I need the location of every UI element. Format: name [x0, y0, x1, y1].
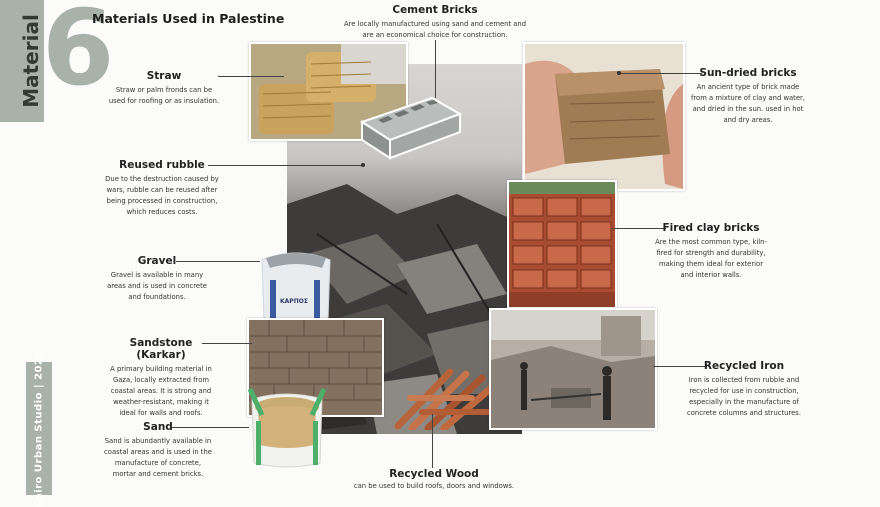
gravel-connector	[176, 261, 260, 262]
rubble-block: Reused rubble Due to the destruction cau…	[100, 159, 224, 218]
fired-brick-illustration	[509, 182, 615, 307]
side-band-bottom	[26, 362, 52, 495]
straw-title: Straw	[146, 70, 182, 82]
sundried-block: Sun-dried bricks An ancient type of bric…	[688, 67, 808, 126]
gravel-bag-image: ΚΑΡΠΟΣ	[258, 246, 334, 326]
wood-logs-illustration	[394, 368, 500, 432]
wood-logs-image	[392, 368, 502, 432]
sundried-title: Sun-dried bricks	[699, 67, 797, 79]
sand-desc: Sand is abundantly available in coastal …	[104, 437, 212, 478]
sand-connector	[171, 427, 249, 428]
studio-label: Cairo Urban Studio | 2025	[33, 349, 45, 507]
straw-connector	[218, 76, 284, 77]
sand-block: Sand Sand is abundantly available in coa…	[104, 421, 212, 480]
wood-block: Recycled Wood can be used to build roofs…	[334, 468, 534, 492]
gravel-title: Gravel	[137, 255, 177, 267]
recycled-iron-photo	[489, 308, 657, 430]
wood-title: Recycled Wood	[389, 468, 479, 480]
cement-connector	[435, 40, 436, 98]
gravel-block: Gravel Gravel is available in many areas…	[104, 255, 210, 303]
iron-block: Recycled Iron Iron is collected from rub…	[686, 360, 802, 419]
fired-brick-photo	[507, 180, 617, 309]
gravel-desc: Gravel is available in many areas and is…	[107, 271, 207, 301]
recycled-iron-illustration	[491, 310, 655, 428]
rubble-connector-dot	[361, 163, 365, 167]
sandstone-connector	[202, 343, 252, 344]
sandstone-title: Sandstone (Karkar)	[129, 337, 193, 361]
cement-block-illustration	[359, 96, 463, 160]
sundried-desc: An ancient type of brick made from a mix…	[691, 83, 805, 124]
cement-bricks-desc: Are locally manufactured using sand and …	[343, 20, 527, 39]
fired-connector	[612, 228, 666, 229]
big-number: 6	[42, 0, 115, 109]
cement-bricks-block: Cement Bricks Are locally manufactured u…	[340, 4, 530, 41]
sand-bag-illustration	[247, 387, 327, 468]
straw-desc: Straw or palm fronds can be used for roo…	[108, 86, 220, 105]
iron-title: Recycled Iron	[703, 360, 785, 372]
material-label: Material	[19, 14, 43, 108]
iron-desc: Iron is collected from rubble and recycl…	[687, 376, 801, 417]
sundried-connector-dot	[617, 71, 621, 75]
sundried-brick-illustration	[525, 44, 683, 189]
side-band-top	[0, 0, 44, 122]
wood-connector	[432, 414, 433, 468]
sundried-brick-photo	[523, 42, 685, 191]
straw-block: Straw Straw or palm fronds can be used f…	[108, 70, 220, 107]
fired-block: Fired clay bricks Are the most common ty…	[654, 222, 768, 281]
sundried-connector	[620, 73, 702, 74]
gravel-bag-print: ΚΑΡΠΟΣ	[280, 298, 308, 305]
rubble-title: Reused rubble	[119, 159, 205, 171]
sand-title: Sand	[143, 421, 173, 433]
sand-bag-image	[244, 385, 330, 471]
page-title: Materials Used in Palestine	[92, 11, 285, 26]
cement-bricks-title: Cement Bricks	[392, 4, 478, 16]
sandstone-desc: A primary building material in Gaza, loc…	[110, 365, 212, 417]
rubble-connector	[208, 165, 364, 166]
wood-desc: can be used to build roofs, doors and wi…	[353, 482, 515, 490]
fired-desc: Are the most common type, kiln-fired for…	[655, 238, 767, 279]
rubble-desc: Due to the destruction caused by wars, r…	[105, 175, 219, 216]
fired-title: Fired clay bricks	[662, 222, 760, 234]
sandstone-block: Sandstone (Karkar) A primary building ma…	[104, 337, 218, 419]
iron-connector	[653, 366, 707, 367]
cement-block-image	[359, 92, 463, 160]
gravel-bag-illustration	[261, 252, 331, 325]
